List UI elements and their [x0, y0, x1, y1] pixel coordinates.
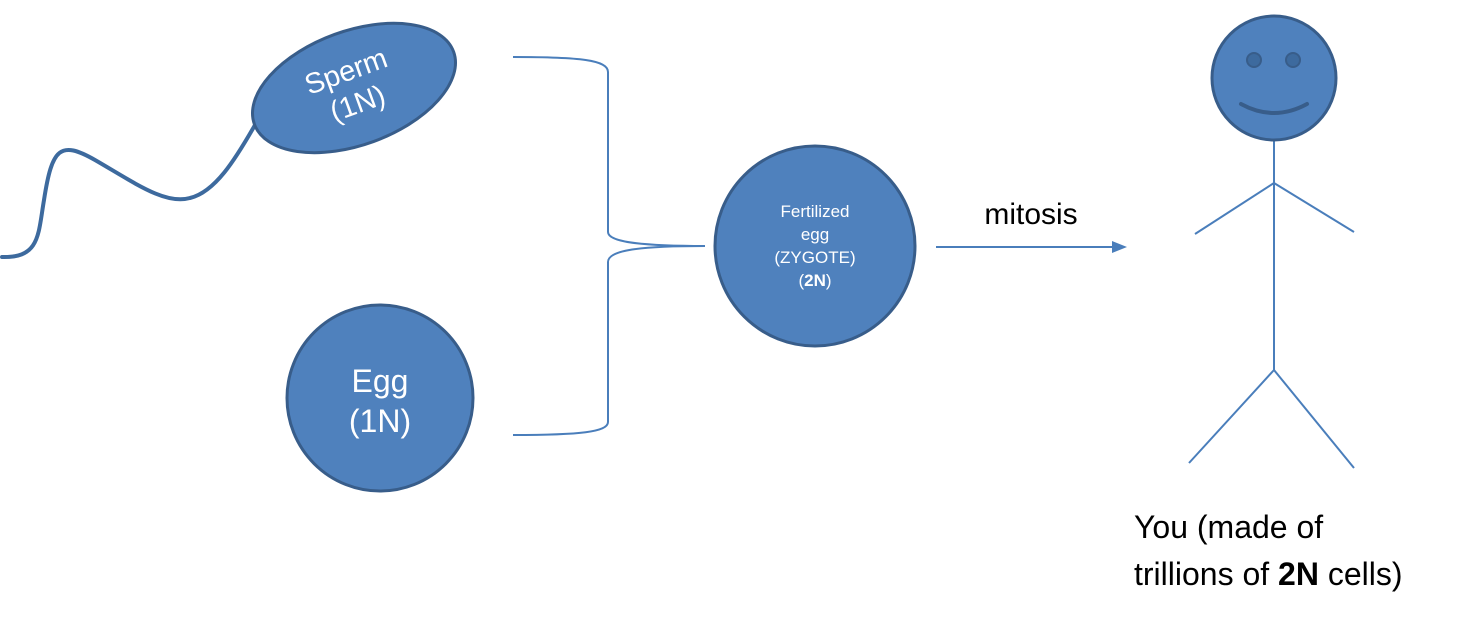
egg-ploidy: (1N)	[349, 403, 411, 439]
zygote-shape	[713, 144, 917, 348]
person-left-leg	[1188, 369, 1275, 464]
person-right-arm	[1273, 182, 1355, 233]
person-smile	[1239, 102, 1309, 115]
person-right-leg	[1273, 369, 1355, 469]
caption-line2: trillions of 2N cells)	[1134, 556, 1403, 592]
person-figure	[1188, 14, 1355, 469]
arrow-head-icon	[1112, 241, 1127, 253]
zygote-ploidy-open: (	[798, 271, 804, 290]
mitosis-label: mitosis	[984, 198, 1077, 231]
person-right-eye	[1285, 52, 1301, 68]
zygote-label-line3: (ZYGOTE)	[774, 248, 855, 267]
person-left-eye	[1246, 52, 1262, 68]
mitosis-arrow: mitosis	[936, 198, 1127, 253]
sperm-tail	[0, 123, 257, 260]
zygote-ploidy: (2N)	[798, 271, 831, 290]
zygote-ploidy-close: )	[826, 271, 832, 290]
egg-label: Egg	[352, 363, 409, 399]
zygote-ploidy-value: 2N	[804, 271, 826, 290]
caption-line1: You (made of	[1134, 509, 1323, 545]
egg-cell: Egg (1N)	[285, 303, 475, 493]
zygote-label-line2: egg	[801, 225, 829, 244]
person-left-arm	[1194, 182, 1275, 235]
caption-line2-bold: 2N	[1278, 556, 1319, 592]
zygote-label-line1: Fertilized	[781, 202, 850, 221]
sperm-head-shape	[251, 21, 457, 155]
person-head	[1210, 14, 1338, 142]
caption-line2-pre: trillions of	[1134, 556, 1278, 592]
smiley-face-icon	[1210, 14, 1338, 142]
egg-shape	[285, 303, 475, 493]
combine-brace	[512, 56, 706, 436]
zygote-cell: Fertilized egg (ZYGOTE) (2N)	[713, 144, 917, 348]
caption-line2-post: cells)	[1319, 556, 1403, 592]
person-caption: You (made of trillions of 2N cells)	[1134, 509, 1403, 592]
sperm-head: Sperm (1N)	[251, 21, 457, 155]
